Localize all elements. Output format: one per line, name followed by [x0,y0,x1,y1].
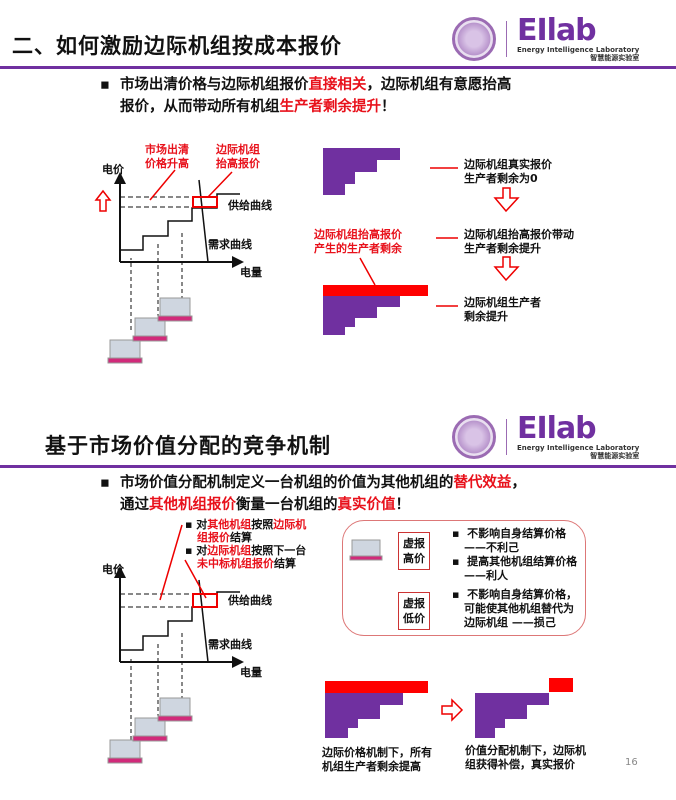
caption-left: 边际价格机制下，所有机组生产者剩余提高 [322,746,432,773]
text-segment: 直接相关 [308,77,367,93]
logo-brand: EIlab [517,411,597,446]
slide2-bullet: ▪ 市场价值分配机制定义一台机组的价值为其他机组的替代效益， 通过其他机组报价衡… [100,475,526,513]
x-axis-label-2: 电量 [240,666,262,679]
step1-text: 边际机组真实报价生产者剩余为0 [464,158,552,185]
caption-right: 价值分配机制下，边际机组获得补偿，真实报价 [465,744,586,771]
x-axis-label: 电量 [240,266,262,279]
up-arrow-icon [94,189,112,212]
text-segment: ！ [395,497,411,513]
university-seal-icon [452,415,496,459]
supply-label-2: 供给曲线 [228,594,272,607]
surplus-diagram-1 [323,148,520,335]
logo-sub-en: Energy Intelligence Laboratory [517,444,640,452]
text-segment: 生产者剩余提升 [279,99,382,115]
text-segment: 真实价值 [337,497,396,513]
logo-sub-en: Energy Intelligence Laboratory [517,46,640,54]
text-segment: 衡量一台机组的 [236,497,338,513]
settlement-notes: ▪ 对其他机组按照边际机 组报价结算 ▪ 对边际机组按照下一台 未中标机组报价结… [185,518,307,570]
text-segment: 对 [196,544,208,557]
text-segment: 对 [196,518,208,531]
y-axis-label-2: 电价 [102,563,124,576]
slide2-title: 基于市场价值分配的竞争机制 [45,434,331,458]
text-segment: 通过 [120,497,149,513]
text-segment: 替代效益 [453,475,512,491]
text-segment: 其他机组 [207,518,252,531]
text-segment: 市场价值分配机制定义一台机组的价值为其他机组的 [119,475,454,491]
slide1-bullet: ▪ 市场出清价格与边际机组报价直接相关，边际机组有意愿抬高 报价，从而带动所有机… [100,77,512,115]
note-price-rise: 市场出清价格升高 [145,143,189,170]
tag-high-price: 虚报高价 [398,532,430,570]
text-segment: 结算 [274,557,296,570]
text-segment: 未中标机组报价 [197,557,274,570]
logo-sub-cn: 智慧能源实验室 [590,452,640,460]
text-segment: ， [511,475,526,491]
text-segment: 市场出清价格与边际机组报价 [119,77,309,93]
text-segment: 边际机组 [207,544,252,557]
power-plant-icons [107,297,193,364]
supply-demand-chart-1 [94,169,244,364]
tag-low-price: 虚报低价 [398,592,430,630]
text-segment: 报价，从而带动所有机组 [120,99,280,115]
logo-brand: EIlab [517,13,597,48]
surplus-label: 边际机组抬高报价产生的生产者剩余 [314,228,402,255]
text-segment: 按照下一台 [251,544,307,557]
demand-label-2: 需求曲线 [208,638,252,651]
supply-label: 供给曲线 [228,199,272,212]
logo-sub-cn: 智慧能源实验室 [590,54,640,62]
down-arrow-icon [493,256,520,282]
power-plant-icon [349,539,383,561]
slide1-title: 二、如何激励边际机组按成本报价 [12,34,342,58]
text-segment: 边际机 [273,518,307,531]
right-arrow-icon [441,698,464,722]
header-rule [0,66,676,69]
university-seal-icon [452,17,496,61]
lab-logo: EIlab Energy Intelligence Laboratory 智慧能… [452,16,639,62]
demand-label: 需求曲线 [208,238,252,251]
misreport-box [342,520,586,636]
text-segment: 结算 [230,531,252,544]
low-price-effects: ▪ 不影响自身结算价格， 可能使其他机组替代为 边际机组 ——损己 [452,588,578,629]
text-segment: 其他机组报价 [149,497,236,513]
page-number: 16 [625,757,638,768]
text-segment: ，边际机组有意愿抬高 [366,77,512,93]
step3-text: 边际机组生产者剩余提升 [464,296,541,323]
step2-text: 边际机组抬高报价带动生产者剩余提升 [464,228,574,255]
supply-demand-chart-2 [107,524,244,764]
high-price-effects: ▪ 不影响自身结算价格 ——不利己 ▪ 提高其他机组结算价格 ——利人 [452,527,578,582]
text-segment: ！ [381,99,396,115]
surplus-diagram-2 [325,678,573,738]
text-segment: 组报价 [197,531,230,544]
text-segment: 按照 [251,518,274,531]
note-marginal-raise: 边际机组抬高报价 [216,143,260,170]
header-rule-2 [0,465,676,468]
lab-logo-2: EIlab Energy Intelligence Laboratory 智慧能… [452,414,639,460]
down-arrow-icon [493,187,520,213]
